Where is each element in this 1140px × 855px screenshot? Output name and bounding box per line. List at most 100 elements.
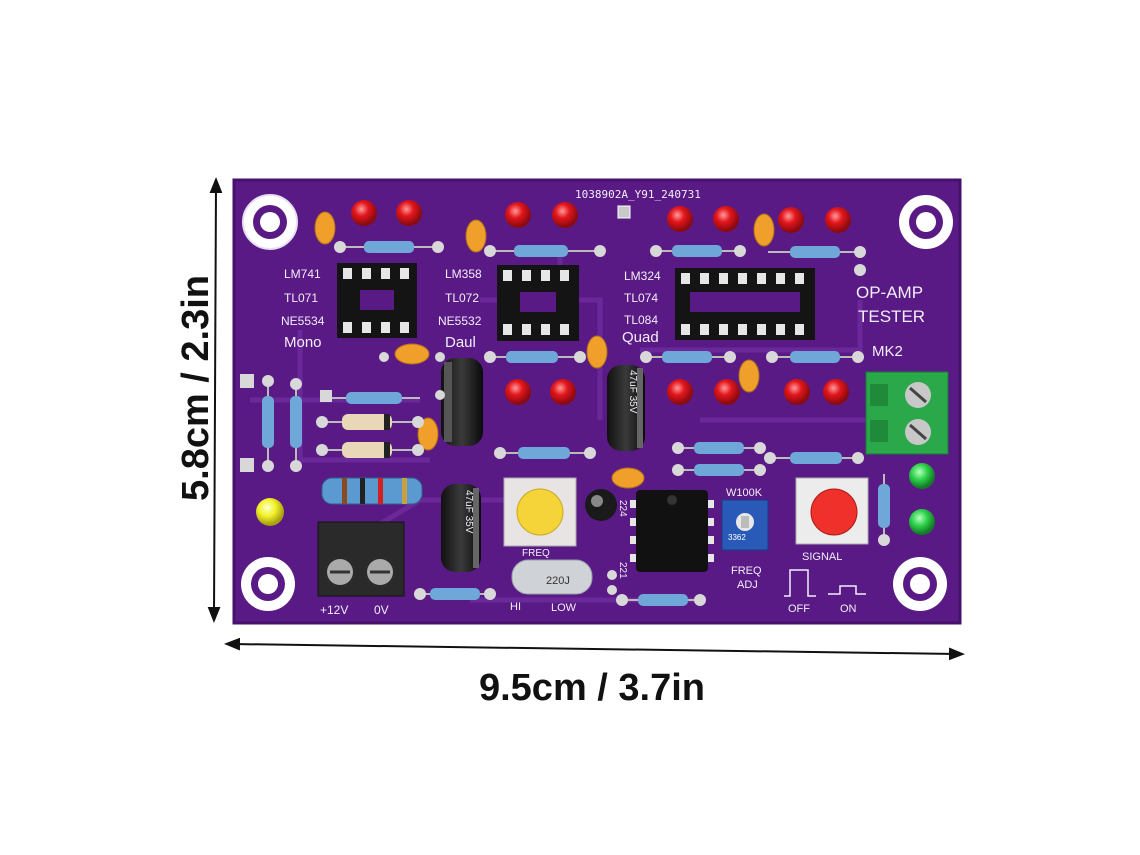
cap-224-label: 224 <box>617 500 628 517</box>
socket-pin <box>719 324 728 335</box>
resistor <box>768 246 860 258</box>
resistor <box>321 477 423 505</box>
led-red <box>823 379 849 405</box>
resistor <box>646 351 730 363</box>
resistor <box>770 452 858 464</box>
socket-pin <box>381 322 390 333</box>
resistor <box>490 351 580 363</box>
board-title-line1: OP-AMP <box>856 283 923 302</box>
led-red <box>713 206 739 232</box>
ceramic-capacitor <box>417 417 439 451</box>
socket-pin <box>681 324 690 335</box>
chip-pin <box>630 518 636 526</box>
resistor <box>262 384 274 466</box>
chip-label: LM741 <box>284 267 321 281</box>
chip-pin <box>708 500 714 508</box>
low-label: LOW <box>551 602 577 614</box>
socket-pin <box>700 273 709 284</box>
chip-pin <box>630 536 636 544</box>
resistor <box>490 245 600 257</box>
mounting-hole <box>893 557 947 611</box>
height-dimension: 5.8cm / 2.3in <box>175 177 223 623</box>
elec-cap-label: 47uF 35V <box>463 490 474 534</box>
ic-socket-14pin <box>675 268 815 340</box>
socket-pin <box>343 322 352 333</box>
chip-pin <box>708 536 714 544</box>
socket-pin <box>700 324 709 335</box>
socket-pin <box>362 322 371 333</box>
led-red <box>505 202 531 228</box>
film-cap-label: 220J <box>546 575 570 587</box>
led-green <box>909 463 935 489</box>
led-red <box>351 200 377 226</box>
socket-pin <box>795 324 804 335</box>
led-red <box>825 207 851 233</box>
ceramic-capacitor <box>465 219 487 253</box>
signal-button[interactable] <box>795 477 869 545</box>
led-red <box>778 207 804 233</box>
socket-pin <box>681 273 690 284</box>
small-capacitor <box>585 489 617 521</box>
height-label: 5.8cm / 2.3in <box>175 275 217 501</box>
pot-value-label: W100K <box>726 487 763 499</box>
resistor <box>678 442 760 454</box>
width-label: 9.5cm / 3.7in <box>479 667 705 709</box>
socket-pin <box>541 270 550 281</box>
on-label: ON <box>840 603 857 615</box>
switch-symbol <box>784 569 866 597</box>
film-capacitor: 220J <box>511 559 593 595</box>
led-red <box>784 379 810 405</box>
socket-pin <box>400 322 409 333</box>
ceramic-capacitor <box>738 359 760 393</box>
electrolytic-capacitor <box>441 358 483 446</box>
socket-pin <box>719 273 728 284</box>
group-label: Daul <box>445 334 476 351</box>
ic-chip <box>636 490 708 572</box>
chip-label: NE5532 <box>438 314 482 328</box>
off-label: OFF <box>788 603 810 615</box>
led-red <box>552 202 578 228</box>
socket-pin <box>795 273 804 284</box>
dual-group-labels: LM358 TL072 NE5532 Daul <box>438 267 482 351</box>
socket-pin <box>757 273 766 284</box>
chip-pin <box>708 518 714 526</box>
power-zero-label: 0V <box>374 603 389 617</box>
freq-button-label: FREQ <box>522 548 550 559</box>
socket-pin <box>522 324 531 335</box>
freq-adj-label: ADJ <box>737 579 758 591</box>
mounting-hole <box>899 195 953 249</box>
pot-code: 3362 <box>728 533 746 542</box>
resistor <box>290 384 302 466</box>
socket-pin <box>776 324 785 335</box>
ceramic-capacitor <box>586 335 608 369</box>
freq-adj-label: FREQ <box>731 565 762 577</box>
hi-label: HI <box>510 601 521 613</box>
resistor <box>772 351 858 363</box>
width-dimension: 9.5cm / 3.7in <box>224 637 965 709</box>
pcb-board: 1038902A_Y91_240731 <box>232 178 962 625</box>
socket-pin <box>381 268 390 279</box>
ceramic-capacitor <box>314 211 336 245</box>
chip-label: NE5534 <box>281 314 325 328</box>
quad-group-labels: LM324 TL074 TL084 Quad <box>622 269 661 346</box>
led-red <box>714 379 740 405</box>
power-plus-label: +12V <box>320 603 348 617</box>
cap-221-label: 221 <box>617 562 628 579</box>
socket-pin <box>738 273 747 284</box>
ceramic-capacitor <box>753 213 775 247</box>
led-red <box>505 379 531 405</box>
trimmer-potentiometer[interactable]: 3362 <box>721 499 769 551</box>
chip-label: TL084 <box>624 313 658 327</box>
power-terminal-block[interactable] <box>317 521 405 597</box>
diode <box>322 414 418 430</box>
signal-terminal-block[interactable] <box>865 371 949 455</box>
resistor <box>500 447 590 459</box>
led-red <box>550 379 576 405</box>
socket-pin <box>522 270 531 281</box>
socket-pin <box>503 324 512 335</box>
socket-pin <box>776 273 785 284</box>
chip-label: LM324 <box>624 269 661 283</box>
freq-button[interactable] <box>503 477 577 547</box>
socket-pin <box>362 268 371 279</box>
